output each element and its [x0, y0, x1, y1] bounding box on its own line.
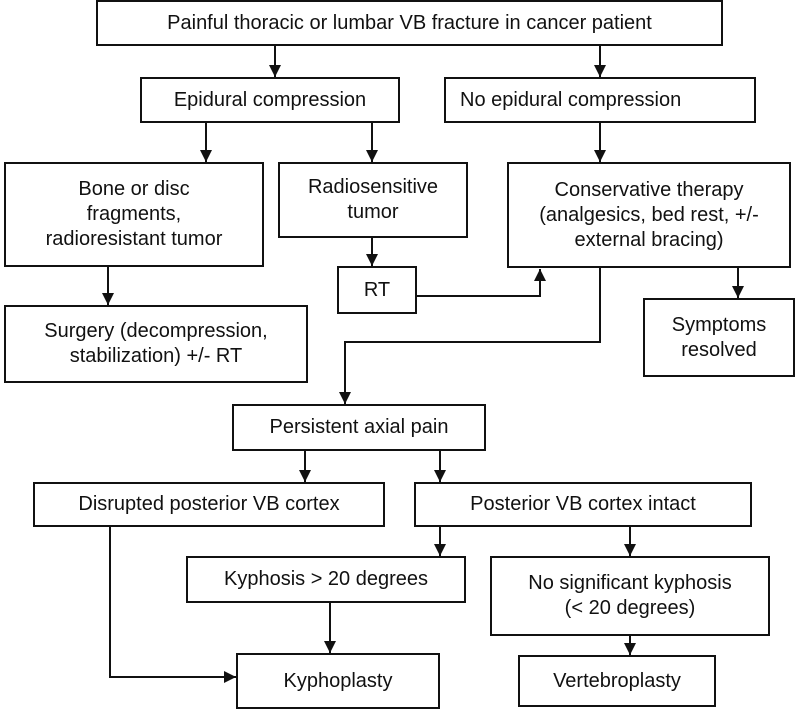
node-bone-disc-fragments: Bone or disc fragments, radioresistant t…	[4, 162, 264, 267]
node-label: Epidural compression	[173, 88, 367, 111]
node-no-significant-kyphosis: No significant kyphosis (< 20 degrees)	[490, 556, 770, 636]
node-surgery: Surgery (decompression, stabilization) +…	[4, 305, 308, 383]
node-label: Posterior VB cortex intact	[470, 493, 696, 515]
node-label: Symptoms resolved	[671, 313, 767, 361]
node-conservative-therapy: Conservative therapy (analgesics, bed re…	[507, 162, 791, 268]
node-label: Kyphosis > 20 degrees	[223, 568, 429, 590]
arrow-disrupted-to-kyphoplasty	[109, 527, 236, 683]
node-label: Vertebroplasty	[553, 669, 681, 692]
node-symptoms-resolved: Symptoms resolved	[643, 298, 795, 377]
node-kyphosis-over-20: Kyphosis > 20 degrees	[186, 556, 466, 603]
node-epidural-compression: Epidural compression	[140, 77, 400, 123]
node-disrupted-posterior-cortex: Disrupted posterior VB cortex	[33, 482, 385, 527]
node-label: Bone or disc fragments, radioresistant t…	[45, 178, 223, 250]
node-rt: RT	[337, 266, 417, 314]
node-posterior-cortex-intact: Posterior VB cortex intact	[414, 482, 752, 527]
arrow-rt-to-conservative	[417, 269, 546, 297]
node-radiosensitive-tumor: Radiosensitive tumor	[278, 162, 468, 238]
node-label: Disrupted posterior VB cortex	[78, 493, 340, 515]
node-no-epidural-compression: No epidural compression	[444, 77, 756, 123]
node-label: Painful thoracic or lumbar VB fracture i…	[167, 11, 652, 34]
node-label: Persistent axial pain	[269, 416, 449, 438]
node-label: Surgery (decompression, stabilization) +…	[44, 320, 268, 367]
node-label: Kyphoplasty	[283, 669, 393, 692]
node-label: RT	[363, 278, 391, 301]
node-kyphoplasty: Kyphoplasty	[236, 653, 440, 709]
node-vertebroplasty: Vertebroplasty	[518, 655, 716, 707]
node-persistent-axial-pain: Persistent axial pain	[232, 404, 486, 451]
node-label: No significant kyphosis (< 20 degrees)	[528, 572, 732, 619]
node-label: Radiosensitive tumor	[307, 176, 439, 223]
arrow-conservative-to-persistent	[339, 268, 601, 404]
node-label: Conservative therapy (analgesics, bed re…	[539, 178, 759, 251]
node-painful-vb-fracture: Painful thoracic or lumbar VB fracture i…	[96, 0, 723, 46]
node-label: No epidural compression	[460, 88, 682, 111]
